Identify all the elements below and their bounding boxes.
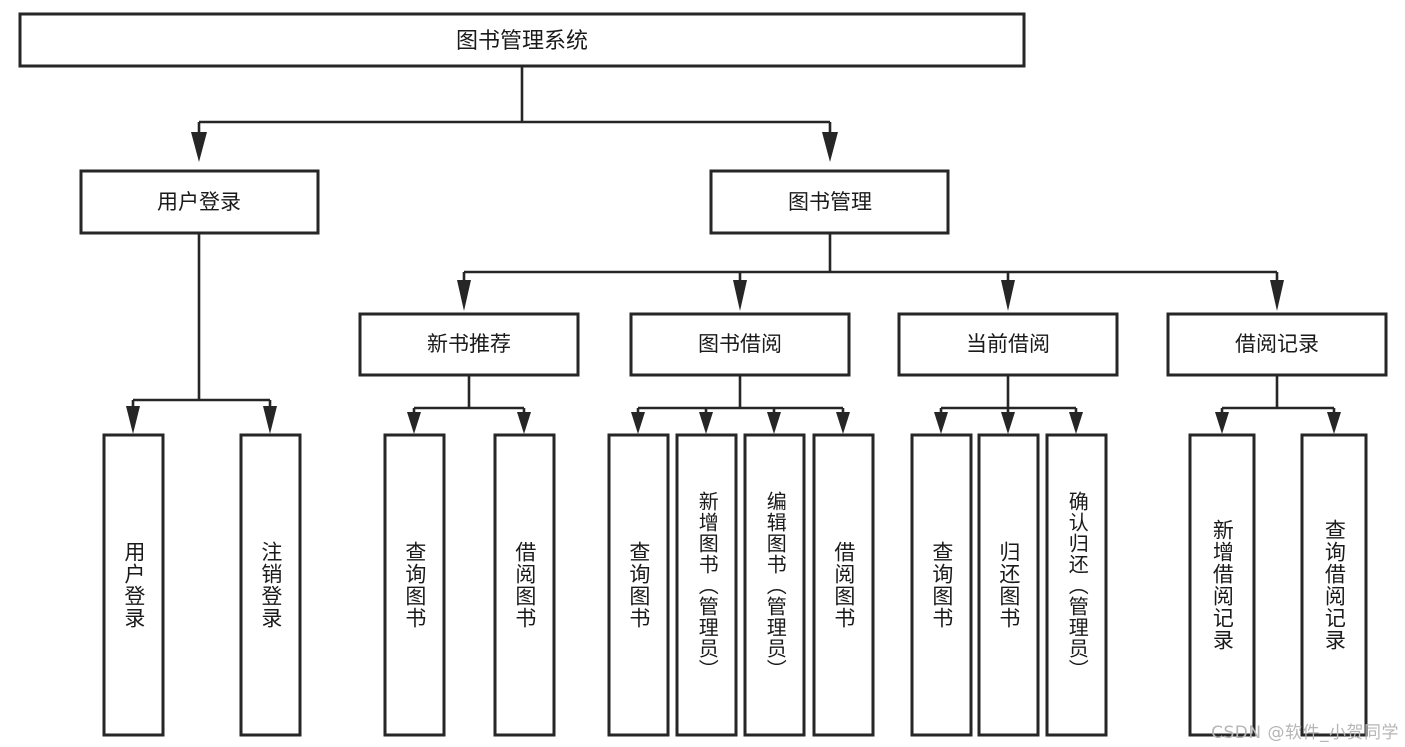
leaf-box-2[interactable] (383, 433, 446, 737)
node-level3-2-label: 当前借阅 (966, 332, 1050, 356)
leaf-box-4[interactable] (607, 433, 670, 737)
node-root[interactable]: 图书管理系统 (18, 12, 1026, 68)
csdn-watermark: CSDN @软件_小贺同学 (1211, 723, 1399, 743)
arrow-head-leaf-1 (263, 406, 277, 434)
arrow-head-l3-3 (1270, 280, 1284, 311)
leaf-boxes (102, 433, 1368, 737)
node-level3-current-borrow[interactable]: 当前借阅 (897, 312, 1119, 377)
connector-group-new-book (407, 375, 531, 434)
node-level3-0-label: 新书推荐 (427, 332, 511, 356)
node-level2-user-login[interactable]: 用户登录 (79, 169, 320, 235)
node-level3-2-box[interactable] (897, 312, 1119, 377)
arrow-head-l3-2 (1001, 280, 1015, 311)
connector-group-current-borrow (934, 375, 1083, 434)
arrow-head-leaf-0 (126, 406, 140, 434)
arrow-head-leaf-8 (934, 412, 948, 434)
leaf-box-5[interactable] (675, 433, 738, 737)
arrow-head-leaf-5 (699, 412, 713, 434)
connector-group-book-manage (457, 233, 1284, 311)
connector-group-user-login (126, 233, 277, 434)
node-level3-borrow-record[interactable]: 借阅记录 (1166, 312, 1388, 377)
node-level3-1-label: 图书借阅 (698, 332, 782, 356)
node-root-box[interactable] (18, 12, 1026, 68)
connector-group-borrow (631, 375, 850, 434)
arrow-head-l3-1 (733, 280, 747, 311)
connector-group-root (191, 66, 838, 162)
arrow-head-l2-0 (191, 132, 207, 162)
node-level2-book-manage[interactable]: 图书管理 (709, 169, 950, 235)
arrow-head-leaf-4 (631, 412, 645, 434)
node-level2-1-box[interactable] (709, 169, 950, 235)
arrow-head-leaf-6 (767, 412, 781, 434)
leaf-box-10[interactable] (1045, 433, 1108, 737)
node-level2-0-label: 用户登录 (157, 190, 241, 214)
node-root-label: 图书管理系统 (456, 29, 588, 54)
leaf-box-12[interactable] (1300, 433, 1368, 737)
arrow-head-leaf-2 (407, 412, 421, 434)
leaf-box-6[interactable] (743, 433, 806, 737)
leaf-box-7[interactable] (812, 433, 875, 737)
leaf-box-11[interactable] (1188, 433, 1256, 737)
arrow-head-leaf-10 (1069, 412, 1083, 434)
arrow-head-leaf-11 (1215, 412, 1229, 434)
node-level3-3-label: 借阅记录 (1235, 332, 1319, 356)
node-level2-1-label: 图书管理 (788, 190, 872, 214)
arrow-head-l3-0 (457, 280, 471, 311)
node-level3-new-book[interactable]: 新书推荐 (358, 312, 580, 377)
arrow-head-leaf-12 (1327, 412, 1341, 434)
node-level3-book-borrow[interactable]: 图书借阅 (629, 312, 851, 377)
node-level2-0-box[interactable] (79, 169, 320, 235)
node-level3-0-box[interactable] (358, 312, 580, 377)
leaf-box-9[interactable] (977, 433, 1040, 737)
leaf-box-8[interactable] (910, 433, 973, 737)
leaf-box-0[interactable] (102, 433, 165, 737)
arrow-head-leaf-9 (1001, 412, 1015, 434)
connector-group-borrow-record (1215, 375, 1341, 434)
node-level3-1-box[interactable] (629, 312, 851, 377)
arrow-head-l2-1 (822, 132, 838, 162)
leaf-box-1[interactable] (239, 433, 302, 737)
arrow-head-leaf-7 (836, 412, 850, 434)
leaf-box-3[interactable] (493, 433, 556, 737)
arrow-head-leaf-3 (517, 412, 531, 434)
node-level3-3-box[interactable] (1166, 312, 1388, 377)
